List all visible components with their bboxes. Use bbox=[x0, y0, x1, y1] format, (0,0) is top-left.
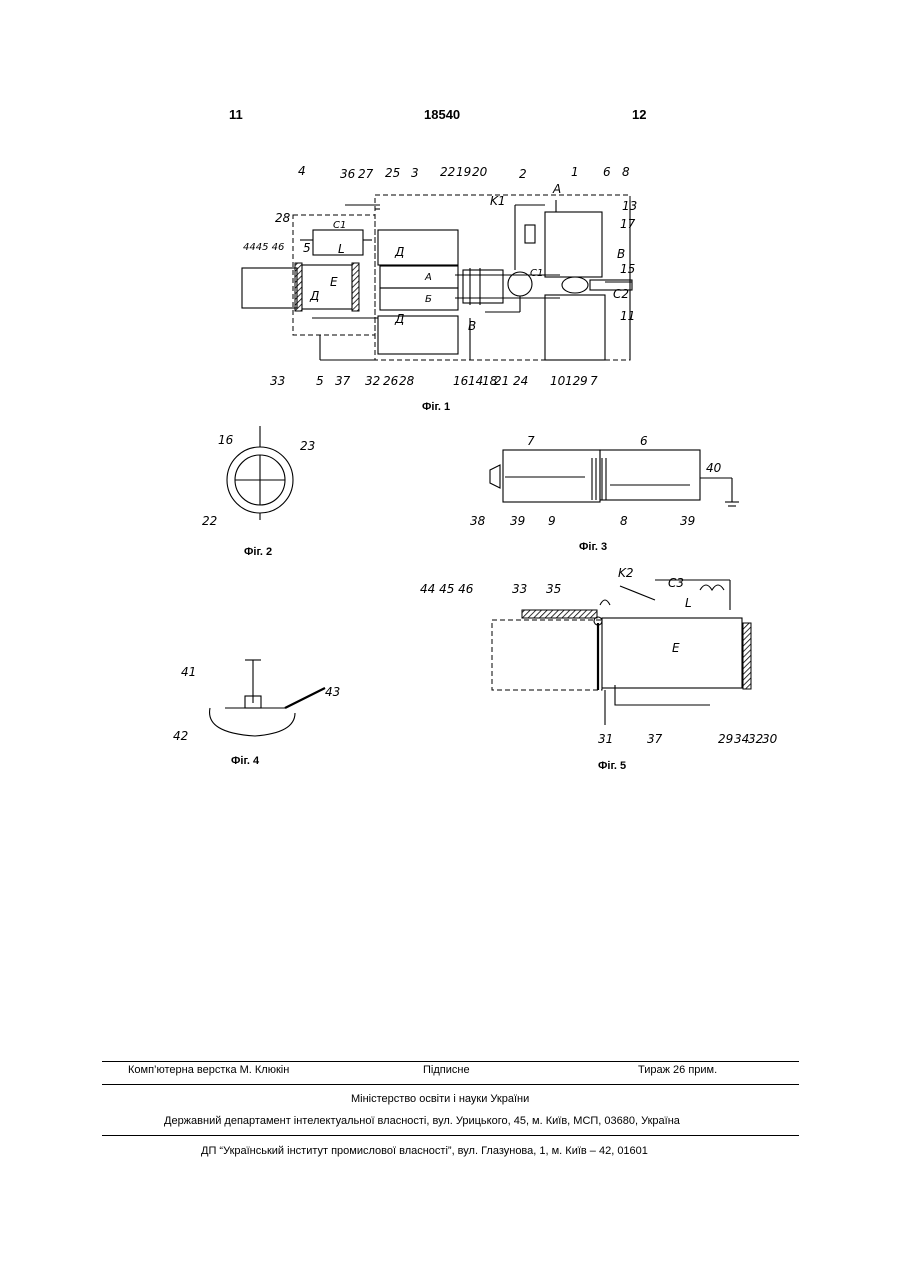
fig1-label-26: 26 bbox=[383, 374, 399, 388]
figure-1-drawing: 4 36 27 25 3 22 19 20 2 K1 A 1 6 8 13 17… bbox=[0, 0, 901, 420]
fig1-label-B-block: Б bbox=[425, 294, 432, 305]
fig4-label-42: 42 bbox=[173, 729, 188, 743]
fig2-label-16: 16 bbox=[218, 433, 234, 447]
fig3-label-40: 40 bbox=[706, 461, 722, 475]
fig1-label-K1: K1 bbox=[490, 194, 506, 208]
figure-2-caption: Фіг. 2 bbox=[244, 546, 272, 558]
fig3-label-6: 6 bbox=[640, 434, 648, 448]
fig1-label-8: 8 bbox=[622, 165, 630, 179]
figure-4-drawing: 41 43 42 bbox=[165, 648, 355, 748]
fig1-label-9: 9 bbox=[580, 374, 588, 388]
fig5-label-33: 33 bbox=[512, 582, 527, 596]
fig1-label-44-45-46: 4445 46 bbox=[243, 242, 284, 253]
fig3-label-39-left: 39 bbox=[510, 514, 525, 528]
fig1-label-E: E bbox=[330, 275, 338, 289]
footer-ministry: Міністерство освіти і науки України bbox=[351, 1093, 529, 1105]
fig3-label-39-right: 39 bbox=[680, 514, 695, 528]
fig1-label-37: 37 bbox=[335, 374, 351, 388]
fig3-label-7: 7 bbox=[527, 434, 535, 448]
fig1-label-4: 4 bbox=[298, 164, 306, 178]
fig5-label-K2: K2 bbox=[618, 566, 634, 580]
figure-5-caption: Фіг. 5 bbox=[598, 760, 626, 772]
footer-layout-credit: Комп’ютерна верстка М. Клюкін bbox=[128, 1064, 289, 1076]
fig1-label-17: 17 bbox=[620, 217, 636, 231]
fig5-label-44-45-46: 44 45 46 bbox=[420, 582, 474, 596]
footer-institute: ДП “Український інститут промислової вла… bbox=[201, 1145, 648, 1157]
fig1-label-L: L bbox=[338, 242, 345, 256]
fig1-label-A-block: A bbox=[424, 272, 432, 283]
fig1-label-3: 3 bbox=[411, 166, 419, 180]
figure-1-caption: Фіг. 1 bbox=[422, 401, 450, 413]
fig1-label-24: 24 bbox=[513, 374, 528, 388]
fig1-label-D-left: Д bbox=[309, 289, 319, 303]
fig1-label-20: 20 bbox=[472, 165, 488, 179]
fig1-label-B: B bbox=[617, 247, 625, 261]
fig3-label-38: 38 bbox=[470, 514, 486, 528]
fig1-label-32: 32 bbox=[365, 374, 380, 388]
fig2-label-22: 22 bbox=[202, 514, 217, 528]
figure-3-caption: Фіг. 3 bbox=[579, 541, 607, 553]
fig1-label-14: 14 bbox=[468, 374, 483, 388]
fig5-label-31: 31 bbox=[598, 732, 613, 746]
fig1-label-13: 13 bbox=[622, 199, 637, 213]
fig1-label-6: 6 bbox=[603, 165, 611, 179]
fig5-label-32: 32 bbox=[748, 732, 763, 746]
fig1-label-21: 21 bbox=[494, 374, 509, 388]
footer-department: Державний департамент інтелектуальної вл… bbox=[164, 1115, 680, 1127]
fig1-label-36: 36 bbox=[340, 167, 356, 181]
fig1-label-C2: C2 bbox=[613, 287, 629, 301]
fig1-label-5-upper: 5 bbox=[303, 241, 311, 255]
fig5-label-L: L bbox=[685, 596, 692, 610]
figure-3-drawing: 7 6 40 38 39 9 8 39 bbox=[470, 420, 750, 540]
fig4-label-43: 43 bbox=[325, 685, 340, 699]
footer-rule-top bbox=[102, 1061, 799, 1062]
footer-signed: Підписне bbox=[423, 1064, 470, 1076]
fig1-label-5: 5 bbox=[316, 374, 324, 388]
fig5-label-34: 34 bbox=[734, 732, 749, 746]
fig1-label-12: 12 bbox=[565, 374, 580, 388]
fig1-label-D-bottom: Д bbox=[394, 312, 404, 326]
fig5-label-37: 37 bbox=[647, 732, 663, 746]
fig1-label-C1: C1 bbox=[333, 220, 346, 231]
fig1-label-1: 1 bbox=[571, 165, 579, 179]
fig2-label-23: 23 bbox=[300, 439, 315, 453]
fig1-label-B-lower: B bbox=[468, 319, 476, 333]
fig1-label-10: 10 bbox=[550, 374, 566, 388]
fig5-label-E: E bbox=[672, 641, 680, 655]
fig4-label-41: 41 bbox=[181, 665, 196, 679]
fig1-label-33: 33 bbox=[270, 374, 285, 388]
fig1-label-15: 15 bbox=[620, 262, 635, 276]
fig1-label-D-top: Д bbox=[394, 245, 404, 259]
footer-rule-middle bbox=[102, 1084, 799, 1085]
fig5-label-29: 29 bbox=[718, 732, 733, 746]
footer-rule-bottom bbox=[102, 1135, 799, 1136]
fig3-label-9: 9 bbox=[548, 514, 556, 528]
fig1-label-28: 28 bbox=[275, 211, 291, 225]
fig1-label-16: 16 bbox=[453, 374, 469, 388]
fig1-label-19: 19 bbox=[456, 165, 471, 179]
fig1-label-7: 7 bbox=[590, 374, 598, 388]
figure-2-drawing: 16 23 22 bbox=[190, 420, 330, 540]
figure-5-drawing: 44 45 46 33 35 K2 C3 L E 31 37 29 34 32 … bbox=[410, 560, 790, 750]
fig1-label-2: 2 bbox=[519, 167, 527, 181]
fig1-label-11: 11 bbox=[620, 309, 635, 323]
fig1-label-25: 25 bbox=[385, 166, 400, 180]
figure-4-caption: Фіг. 4 bbox=[231, 755, 259, 767]
fig5-label-30: 30 bbox=[762, 732, 778, 746]
fig5-label-35: 35 bbox=[546, 582, 561, 596]
footer-circulation: Тираж 26 прим. bbox=[638, 1064, 717, 1076]
fig1-label-A: A bbox=[552, 182, 561, 196]
fig1-label-C1-generator: C1 bbox=[530, 268, 543, 279]
fig5-label-C3: C3 bbox=[668, 576, 684, 590]
fig3-label-8: 8 bbox=[620, 514, 628, 528]
fig1-label-27: 27 bbox=[358, 167, 374, 181]
fig1-label-28-bottom: 28 bbox=[399, 374, 415, 388]
fig1-label-22: 22 bbox=[440, 165, 455, 179]
